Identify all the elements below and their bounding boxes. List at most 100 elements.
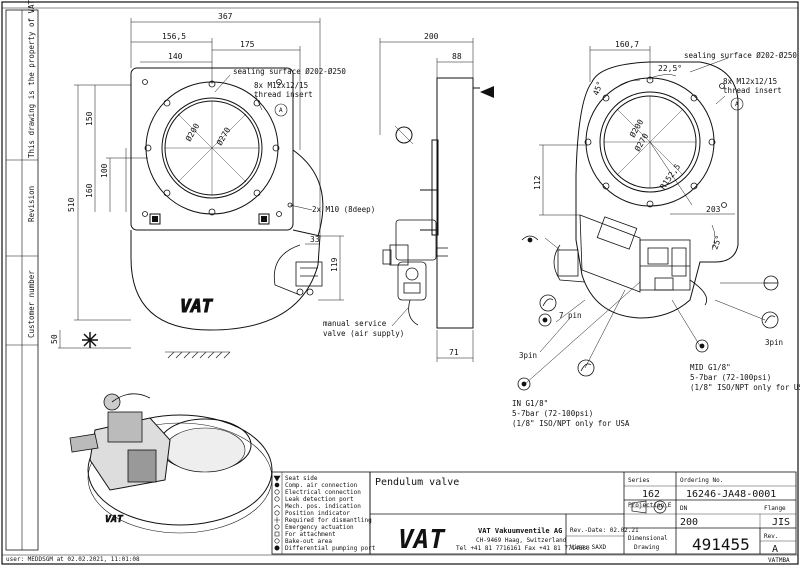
dim-119: 119 xyxy=(330,257,339,272)
leak-detection-icon xyxy=(274,496,280,502)
company-name: VAT Vakuumventile AG xyxy=(478,527,562,535)
company-phone: Tel +41 81 7716161 Fax +41 81 7714830 xyxy=(456,545,590,552)
legend-item: Differential pumping port xyxy=(285,545,376,552)
pin-3-left-label: 3pin xyxy=(519,351,537,360)
seat-side-icon xyxy=(273,475,281,482)
front-view: VAT 367 xyxy=(50,12,375,359)
rev-label: Rev. xyxy=(764,533,778,540)
dim-45: 45° xyxy=(591,80,604,97)
dim-71: 71 xyxy=(449,348,459,357)
dim-160-7: 160,7 xyxy=(615,40,639,49)
service-note-1: manual service xyxy=(323,319,387,328)
legend-item: Emergency actuation xyxy=(285,524,354,531)
legend-item: For attachment xyxy=(285,531,336,538)
dn-label: DN xyxy=(680,505,688,512)
dim-100: 100 xyxy=(100,163,109,178)
back-sealing-note: sealing surface Ø202-Ø250 xyxy=(684,51,797,60)
back-view: 160,7 22,5° 45° sealing surface Ø202-Ø25… xyxy=(512,40,800,428)
front-insert-note-1: 8x M12x12/15 xyxy=(254,81,308,90)
visa: Visa: SAXD xyxy=(570,544,607,551)
back-callout-a: A xyxy=(735,101,739,108)
title-block-frame xyxy=(369,471,797,555)
legend-item: Mech. pos. indication xyxy=(285,503,361,510)
dim-88: 88 xyxy=(452,52,462,61)
dimensional-label-2: Drawing xyxy=(634,544,660,551)
isometric-view: VAT xyxy=(69,393,273,534)
drawing-title: Pendulum valve xyxy=(375,477,459,488)
property-note: This drawing is the property of VAT. xyxy=(27,0,36,158)
dim-22-5: 22,5° xyxy=(658,64,682,73)
dim-140: 140 xyxy=(168,52,183,61)
dismantling-star-icon xyxy=(82,332,98,348)
projection-symbol-icon xyxy=(630,500,668,514)
dim-d200-front: Ø200 xyxy=(183,121,201,143)
legend-icons xyxy=(273,475,281,551)
revision-label: Revision xyxy=(27,186,36,222)
position-indicator-icon xyxy=(274,510,280,516)
dn-value: 200 xyxy=(680,517,698,528)
front-alignment-marks xyxy=(149,213,270,225)
attachment-icon xyxy=(274,531,280,537)
mid-port-note-3: (1/8" ISO/NPT only for USA) xyxy=(690,383,800,392)
legend-item: Bake-out area xyxy=(285,538,332,545)
flange-value: JIS xyxy=(772,517,790,528)
ordering-number: 16246-JA48-0001 xyxy=(686,489,776,500)
side-view: 200 88 71 manual service valve (air supp… xyxy=(323,32,494,362)
back-insert-note-2: thread insert xyxy=(723,86,782,95)
front-callout-a-circle xyxy=(274,103,288,117)
legend-item: Electrical connection xyxy=(285,489,361,496)
dim-200-side: 200 xyxy=(424,32,439,41)
series-value: 162 xyxy=(642,489,660,500)
front-callout-a: A xyxy=(279,107,283,114)
dimensional-label-1: Dimensional xyxy=(628,535,668,542)
back-valve-body xyxy=(575,61,739,319)
dim-r152-5: R152,5 xyxy=(658,162,682,191)
dim-510: 510 xyxy=(67,197,76,212)
in-port-note-3: (1/8" ISO/NPT only for USA xyxy=(512,419,630,428)
customer-number-label: Customer number xyxy=(27,270,36,338)
legend-item: Required for dismantling xyxy=(285,517,372,524)
title-vat-logo: VAT xyxy=(398,525,446,555)
rev-date: Rev.-Date: 02.02.21 xyxy=(570,527,639,534)
rev-value: A xyxy=(772,544,778,555)
front-hatch-ground xyxy=(165,351,231,359)
front-dimension-lines xyxy=(58,18,344,349)
dim-25: 25° xyxy=(710,234,723,251)
dim-160: 160 xyxy=(85,183,94,198)
side-actuator xyxy=(382,219,448,326)
dim-50: 50 xyxy=(50,334,59,344)
service-note-2: valve (air supply) xyxy=(323,329,404,338)
legend-item: Position indicator xyxy=(285,510,350,517)
differential-pump-icon xyxy=(274,545,280,551)
back-insert-note-1: 8x M12x12/15 xyxy=(723,77,777,86)
in-port-note-2: 5-7bar (72-100psi) xyxy=(512,409,593,418)
front-leader-lines xyxy=(214,74,313,211)
seat-side-triangle-icon xyxy=(480,86,494,98)
front-valve-body xyxy=(130,67,324,331)
footer-stamp: user: MEDDSGM at 02.02.2021, 11:01:08 xyxy=(6,556,140,563)
footer-code: VATMBA xyxy=(768,557,790,564)
dismantling-icon xyxy=(274,517,280,523)
legend-item: Seat side xyxy=(285,475,318,482)
bake-out-icon xyxy=(274,538,280,544)
front-sealing-note: sealing surface Ø202-Ø250 xyxy=(233,67,346,76)
dim-367: 367 xyxy=(218,12,233,21)
mid-port-note-2: 5-7bar (72-100psi) xyxy=(690,373,771,382)
dim-112: 112 xyxy=(533,175,542,190)
mid-port-note-1: MID G1/8" xyxy=(690,363,731,372)
side-dimension-lines xyxy=(379,38,474,362)
front-vat-logo: VAT xyxy=(180,296,214,317)
flange-label: Flange xyxy=(764,505,786,512)
dim-d270-front: Ø270 xyxy=(214,125,232,147)
dim-175: 175 xyxy=(240,40,255,49)
pin-7-label: 7 pin xyxy=(559,311,582,320)
legend-item: Leak detection port xyxy=(285,496,354,503)
ordering-label: Ordering No. xyxy=(680,477,723,484)
in-port-note-1: IN G1/8" xyxy=(512,399,548,408)
dim-33: 33 xyxy=(310,235,320,244)
legend-item: Comp. air connection xyxy=(285,482,358,489)
